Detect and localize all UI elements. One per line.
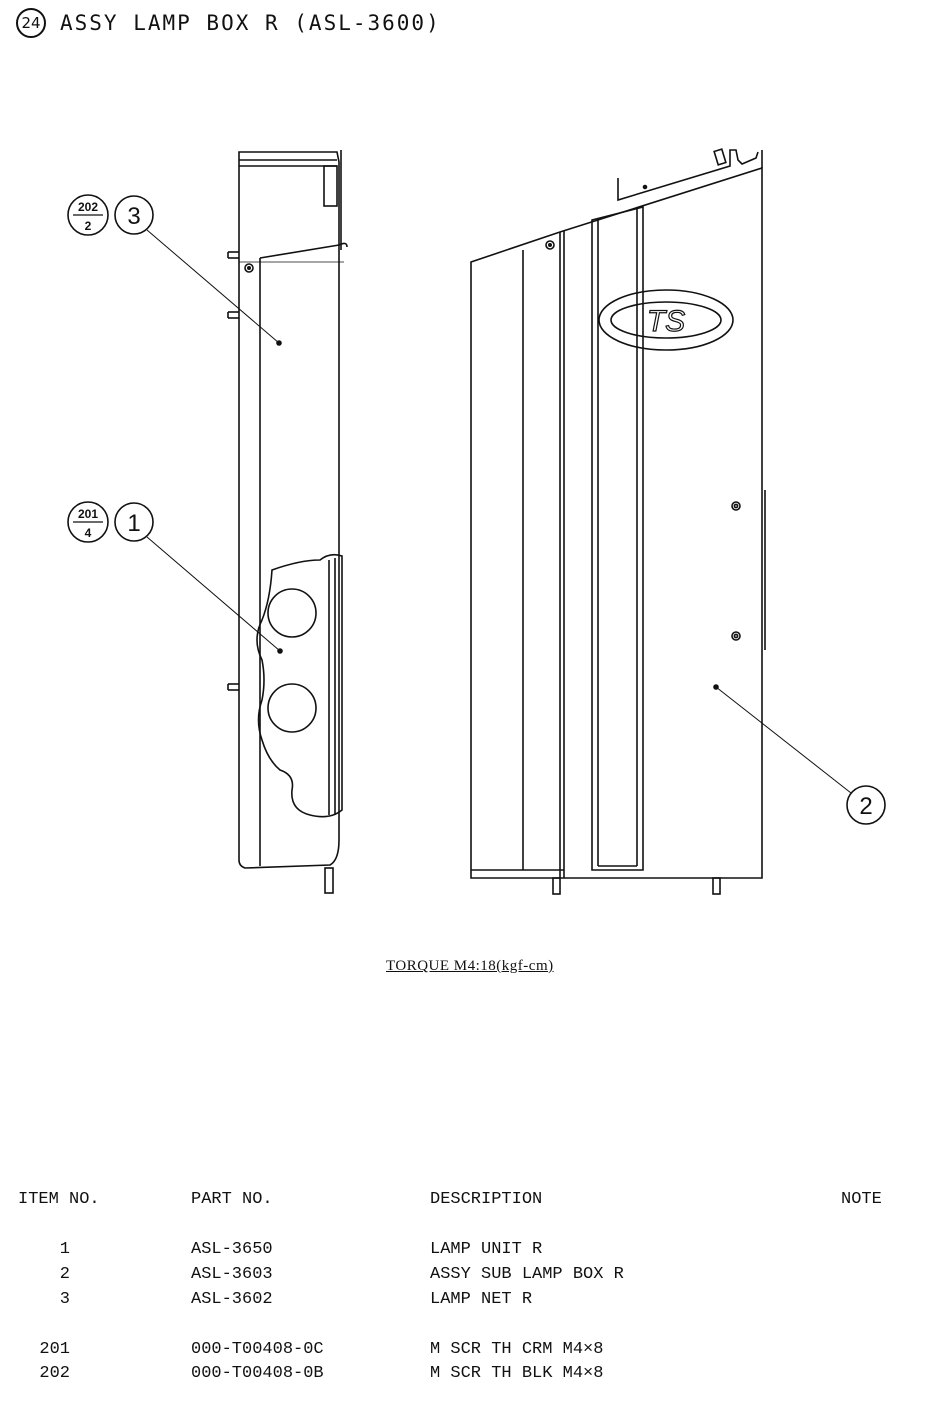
row-description: ASSY SUB LAMP BOX R — [430, 1265, 624, 1284]
parts-table-header: ITEM NO. PART NO. DESCRIPTION NOTE — [0, 1190, 927, 1214]
row-part-no: 000-T00408-0C — [191, 1340, 324, 1359]
header-item-no: ITEM NO. — [18, 1190, 100, 1209]
torque-note: TORQUE M4:18(kgf-cm) — [386, 958, 554, 974]
row-part-no: ASL-3603 — [191, 1265, 273, 1284]
callout-item-2 — [713, 684, 886, 825]
row-description: M SCR TH BLK M4×8 — [430, 1364, 604, 1383]
row-part-no: ASL-3602 — [191, 1290, 273, 1309]
ts-badge-text: TS — [647, 305, 685, 338]
row-part-no: 000-T00408-0B — [191, 1364, 324, 1383]
section-number-badge: 24 — [16, 8, 46, 38]
header-description: DESCRIPTION — [430, 1190, 543, 1209]
front-view — [470, 148, 766, 895]
table-row: 202 000-T00408-0B M SCR TH BLK M4×8 — [0, 1364, 927, 1388]
row-item-no: 3 — [59, 1290, 70, 1309]
callout-3-fraction-bottom: 2 — [85, 219, 92, 233]
callout-item-1 — [67, 501, 283, 654]
row-description: M SCR TH CRM M4×8 — [430, 1340, 604, 1359]
table-row: 3 ASL-3602 LAMP NET R — [0, 1290, 927, 1314]
row-description: LAMP UNIT R — [430, 1240, 543, 1259]
row-item-no: 201 — [39, 1340, 70, 1359]
header-note: NOTE — [841, 1190, 882, 1209]
row-part-no: ASL-3650 — [191, 1240, 273, 1259]
callout-2-number: 2 — [859, 793, 872, 820]
table-row: 201 000-T00408-0C M SCR TH CRM M4×8 — [0, 1340, 927, 1364]
callout-3-fraction-top: 202 — [78, 200, 98, 214]
table-row: 1 ASL-3650 LAMP UNIT R — [0, 1240, 927, 1264]
callout-1-number: 1 — [127, 510, 140, 537]
callout-item-3 — [67, 194, 282, 346]
callout-1-fraction-top: 201 — [78, 507, 98, 521]
row-item-no: 2 — [59, 1265, 70, 1284]
page-title: 24 ASSY LAMP BOX R (ASL-3600) — [16, 8, 441, 38]
table-row: 2 ASL-3603 ASSY SUB LAMP BOX R — [0, 1265, 927, 1289]
header-part-no: PART NO. — [191, 1190, 273, 1209]
assembly-title: ASSY LAMP BOX R (ASL-3600) — [60, 11, 441, 35]
row-description: LAMP NET R — [430, 1290, 533, 1309]
side-view — [227, 150, 348, 894]
callout-3-number: 3 — [127, 203, 140, 230]
row-item-no: 1 — [59, 1240, 70, 1259]
callout-1-fraction-bottom: 4 — [85, 526, 92, 540]
row-item-no: 202 — [39, 1364, 70, 1383]
